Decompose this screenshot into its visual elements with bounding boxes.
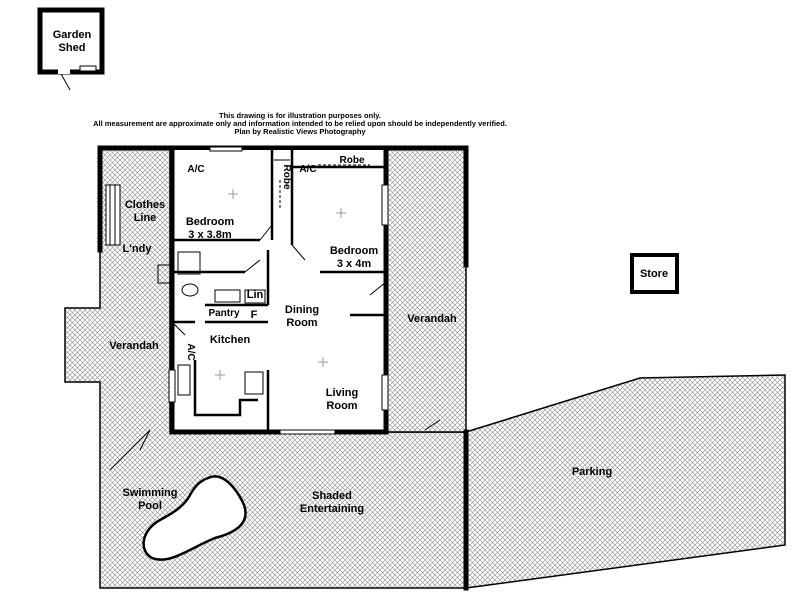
disclaimer-line3: Plan by Realistic Views Photography <box>234 127 366 136</box>
disclaimer-line2: All measurement are approximate only and… <box>93 119 507 128</box>
pool-label-1: Swimming <box>122 487 177 499</box>
verandah-left-label: Verandah <box>109 340 159 352</box>
door-pool <box>139 429 151 451</box>
swimming-pool <box>142 475 247 561</box>
store-label: Store <box>640 268 668 280</box>
dining-label-2: Room <box>286 317 317 329</box>
laundry-label: L'ndy <box>123 243 153 255</box>
fridge-label: F <box>251 309 258 321</box>
door-kitchen <box>171 321 186 336</box>
pantry-label: Pantry <box>208 308 240 319</box>
living-label-2: Room <box>326 400 357 412</box>
clothes-line-label-1: Clothes <box>125 199 165 211</box>
bedroom1-label-1: Bedroom <box>186 216 235 228</box>
vanity <box>214 289 241 303</box>
shaded-label-2: Entertaining <box>300 503 364 515</box>
toilet <box>181 283 199 297</box>
parking-label: Parking <box>572 466 612 478</box>
ac-label-2: A/C <box>299 164 316 175</box>
bedroom1-window <box>209 146 243 152</box>
clothes-line <box>105 184 121 246</box>
door-bedroom1 <box>259 224 273 241</box>
living-window <box>279 429 336 435</box>
shaded-label-1: Shaded <box>312 490 352 502</box>
garden-shed-label-2: Shed <box>59 42 86 54</box>
clothes-line-label-2: Line <box>134 212 157 224</box>
garden-shed-label-1: Garden <box>53 29 92 41</box>
light-fixtures <box>215 189 346 380</box>
shower <box>177 251 201 275</box>
linen-label: Lin <box>247 289 264 301</box>
bedroom1-label-2: 3 x 3.8m <box>188 229 232 241</box>
living-side-window <box>381 374 389 411</box>
door-bedroom2 <box>291 244 306 261</box>
sink <box>177 364 191 396</box>
linen-cupboard <box>244 289 266 304</box>
bedroom2-label-2: 3 x 4m <box>337 258 371 270</box>
store: Store <box>630 253 679 294</box>
pool-label-2: Pool <box>138 500 162 512</box>
verandah-right-label: Verandah <box>407 313 457 325</box>
ac-label-1: A/C <box>187 164 204 175</box>
parking-area <box>465 374 786 589</box>
door-verandah <box>424 419 441 431</box>
ac-label-3: A/C <box>185 343 196 360</box>
living-label-1: Living <box>326 387 358 399</box>
kitchen-label: Kitchen <box>210 334 251 346</box>
building-floor <box>172 150 386 432</box>
bedroom2-window <box>381 184 389 226</box>
bedroom2-label-1: Bedroom <box>330 245 379 257</box>
kitchen-window <box>168 369 176 403</box>
robe-label-1: Robe <box>281 165 292 190</box>
door-laundry <box>244 259 261 273</box>
verandah-right-area <box>385 147 467 433</box>
laundry-tub <box>157 264 171 284</box>
robe-label-2: Robe <box>340 155 365 166</box>
cooktop <box>244 371 264 395</box>
disclaimer-line1: This drawing is for illustration purpose… <box>219 111 381 120</box>
garden-shed: Garden Shed <box>37 7 105 91</box>
kitchen-bench <box>193 360 258 417</box>
door-dining <box>369 281 387 296</box>
dining-label-1: Dining <box>285 304 319 316</box>
